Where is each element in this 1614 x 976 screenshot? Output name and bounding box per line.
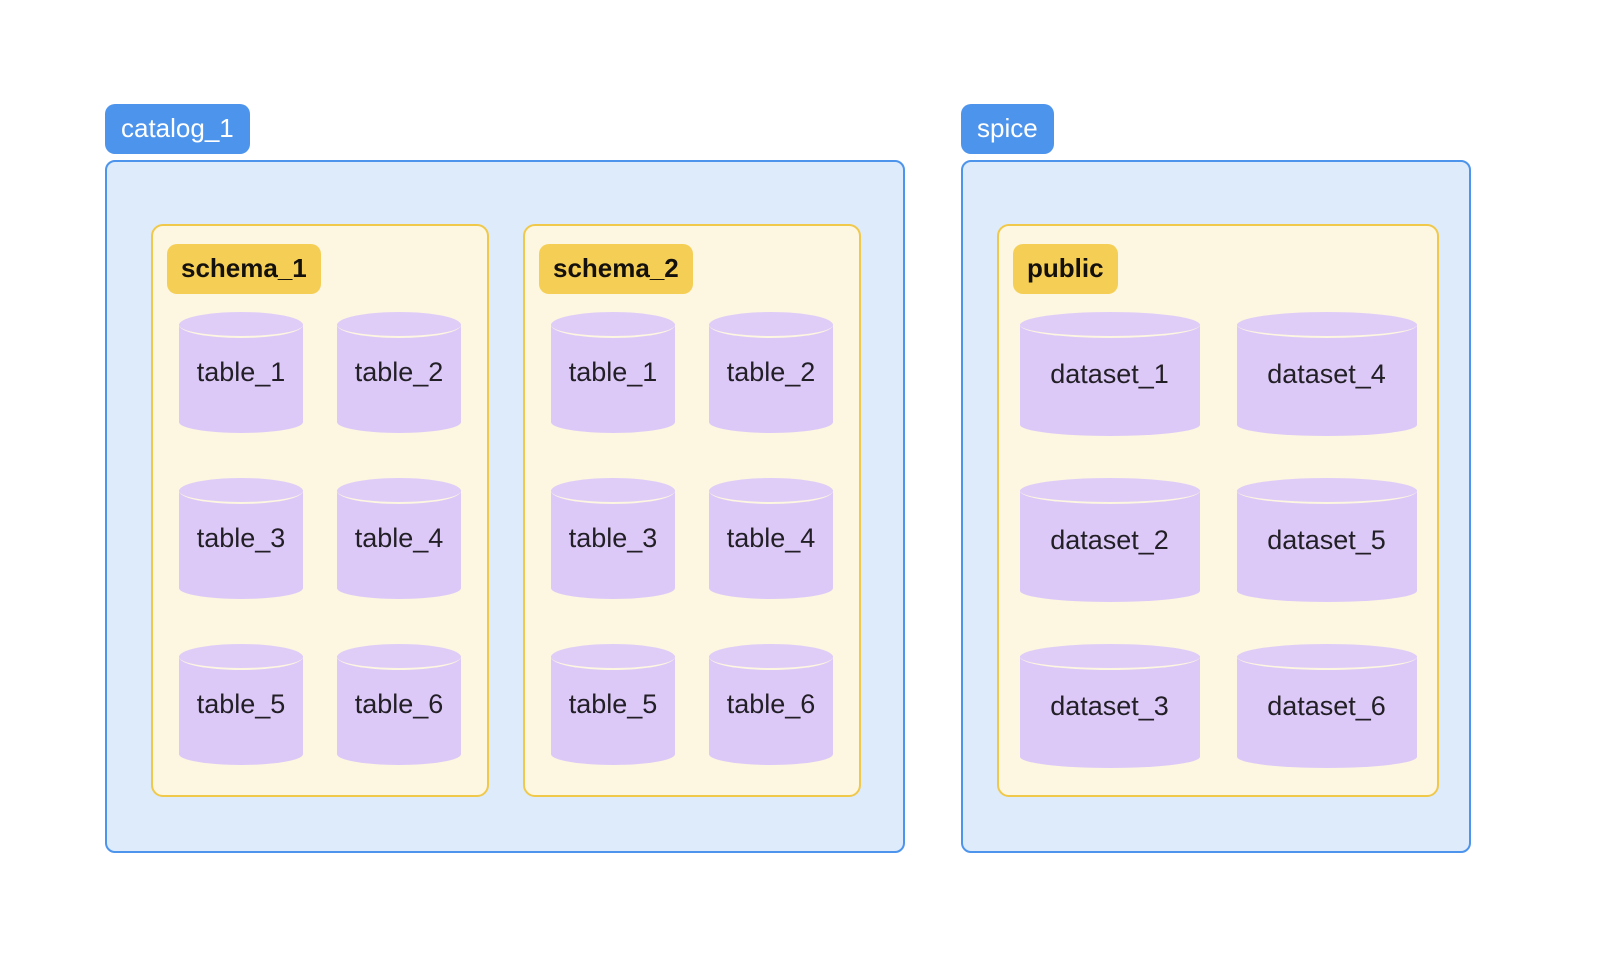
cylinder-body-shape [1019,490,1200,602]
table-cylinder[interactable]: table_2 [709,312,833,433]
cylinder-body-shape [1236,656,1417,768]
table-cylinder[interactable]: table_3 [179,478,303,599]
table-cylinder[interactable]: table_1 [551,312,675,433]
schema-panel-schema_1: schema_1 table_1 table_2 [151,224,489,797]
cylinder-top-ellipse-icon [1019,478,1200,504]
catalog-badge-spice[interactable]: spice [961,104,1054,154]
cylinder-top-ellipse-icon [1019,644,1200,670]
catalog-panel-catalog_1: schema_1 table_1 table_2 [105,160,905,853]
cylinder-body-shape [709,656,833,765]
cylinder-body-shape [1236,324,1417,436]
dataset-cylinder[interactable]: dataset_6 [1236,644,1417,768]
dataset-cylinder[interactable]: dataset_4 [1236,312,1417,436]
cylinder-top-ellipse-icon [1236,644,1417,670]
cylinder-top-ellipse-icon [337,644,461,670]
cylinder-body-shape [1019,656,1200,768]
object-grid-public: dataset_1 dataset_4 dataset_2 [999,312,1437,768]
table-label: table_2 [726,357,816,387]
dataset-cylinder[interactable]: dataset_3 [1019,644,1200,768]
cylinder-top-ellipse-icon [709,478,833,504]
table-label: table_3 [568,523,658,553]
cylinder-top-ellipse-icon [709,312,833,338]
dataset-cylinder[interactable]: dataset_5 [1236,478,1417,602]
table-cylinder[interactable]: table_6 [709,644,833,765]
cylinder-body-shape [551,490,675,599]
schema-badge-public[interactable]: public [1013,244,1118,294]
cylinder-body-shape [179,324,303,433]
table-label: table_5 [196,689,286,719]
cylinder-top-ellipse-icon [179,644,303,670]
dataset-label: dataset_4 [1267,358,1386,389]
dataset-label: dataset_3 [1050,690,1169,721]
dataset-label: dataset_1 [1050,358,1169,389]
table-cylinder[interactable]: table_5 [179,644,303,765]
cylinder-body-shape [551,656,675,765]
table-label: table_2 [354,357,444,387]
catalog-group-catalog_1: catalog_1 schema_1 table_1 [105,104,905,853]
cylinder-body-shape [709,490,833,599]
table-label: table_3 [196,523,286,553]
table-cylinder[interactable]: table_5 [551,644,675,765]
schema-row: schema_1 table_1 table_2 [107,162,903,797]
table-label: table_1 [196,357,286,387]
table-cylinder[interactable]: table_3 [551,478,675,599]
cylinder-top-ellipse-icon [1236,312,1417,338]
schema-row: public dataset_1 dataset_4 [963,162,1469,797]
dataset-label: dataset_6 [1267,690,1386,721]
cylinder-body-shape [337,324,461,433]
cylinder-top-ellipse-icon [337,478,461,504]
schema-badge-schema_2[interactable]: schema_2 [539,244,693,294]
cylinder-body-shape [337,490,461,599]
table-label: table_6 [726,689,816,719]
cylinder-body-shape [179,656,303,765]
cylinder-top-ellipse-icon [551,644,675,670]
table-label: table_4 [354,523,444,553]
schema-panel-schema_2: schema_2 table_1 table_2 [523,224,861,797]
table-label: table_5 [568,689,658,719]
table-cylinder[interactable]: table_6 [337,644,461,765]
cylinder-body-shape [179,490,303,599]
dataset-cylinder[interactable]: dataset_2 [1019,478,1200,602]
dataset-label: dataset_2 [1050,524,1169,555]
cylinder-body-shape [1019,324,1200,436]
cylinder-top-ellipse-icon [337,312,461,338]
schema-badge-schema_1[interactable]: schema_1 [167,244,321,294]
table-label: table_4 [726,523,816,553]
table-cylinder[interactable]: table_1 [179,312,303,433]
cylinder-body-shape [551,324,675,433]
table-label: table_6 [354,689,444,719]
dataset-label: dataset_5 [1267,524,1386,555]
cylinder-top-ellipse-icon [179,312,303,338]
cylinder-top-ellipse-icon [179,478,303,504]
object-grid-schema_1: table_1 table_2 table_3 [153,312,487,765]
cylinder-top-ellipse-icon [709,644,833,670]
cylinder-top-ellipse-icon [1236,478,1417,504]
table-cylinder[interactable]: table_2 [337,312,461,433]
catalog-group-spice: spice public dataset_1 [961,104,1471,853]
cylinder-top-ellipse-icon [551,478,675,504]
cylinder-top-ellipse-icon [1019,312,1200,338]
dataset-cylinder[interactable]: dataset_1 [1019,312,1200,436]
table-cylinder[interactable]: table_4 [709,478,833,599]
catalog-badge-catalog_1[interactable]: catalog_1 [105,104,250,154]
schema-panel-public: public dataset_1 dataset_4 [997,224,1439,797]
object-grid-schema_2: table_1 table_2 table_3 [525,312,859,765]
cylinder-body-shape [1236,490,1417,602]
cylinder-body-shape [709,324,833,433]
table-label: table_1 [568,357,658,387]
cylinder-top-ellipse-icon [551,312,675,338]
catalog-panel-spice: public dataset_1 dataset_4 [961,160,1471,853]
table-cylinder[interactable]: table_4 [337,478,461,599]
cylinder-body-shape [337,656,461,765]
